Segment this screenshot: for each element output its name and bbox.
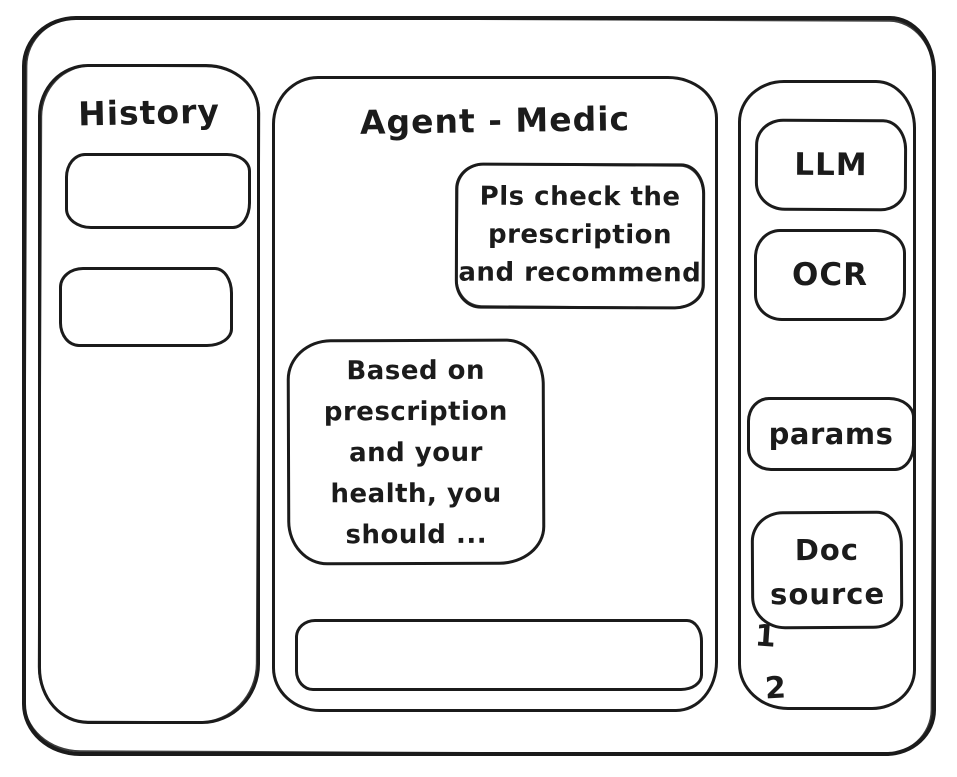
user-message-bubble: Pls check the prescription and recommend — [454, 162, 706, 310]
doc-source-item-2: 2 — [764, 670, 787, 707]
chat-panel: Agent - Medic Pls check the prescription… — [272, 76, 718, 712]
assistant-message-bubble: Based on prescription and your health, y… — [286, 338, 546, 566]
history-panel: History — [38, 64, 260, 724]
history-title: History — [77, 91, 221, 134]
message-line: and your — [349, 437, 483, 469]
message-line: prescription — [323, 396, 508, 428]
message-input[interactable] — [295, 619, 703, 691]
message-line: Pls check the — [479, 181, 681, 213]
message-line: health, you — [330, 478, 502, 510]
llm-button[interactable]: LLM — [754, 118, 908, 212]
message-line: should ... — [345, 519, 488, 551]
chat-title: Agent - Medic — [359, 99, 631, 142]
message-line: prescription — [487, 219, 673, 251]
doc-source-button[interactable]: Doc source — [750, 510, 904, 630]
history-item[interactable] — [65, 153, 251, 229]
ocr-button[interactable]: OCR — [754, 229, 906, 321]
params-button[interactable]: params — [747, 397, 915, 471]
doc-source-item-1: 1 — [753, 618, 778, 655]
history-item[interactable] — [59, 267, 233, 347]
tools-panel: LLM OCR params Doc source 1 2 — [738, 80, 916, 710]
message-line: Based on — [346, 355, 486, 387]
message-line: and recommend — [458, 257, 702, 289]
